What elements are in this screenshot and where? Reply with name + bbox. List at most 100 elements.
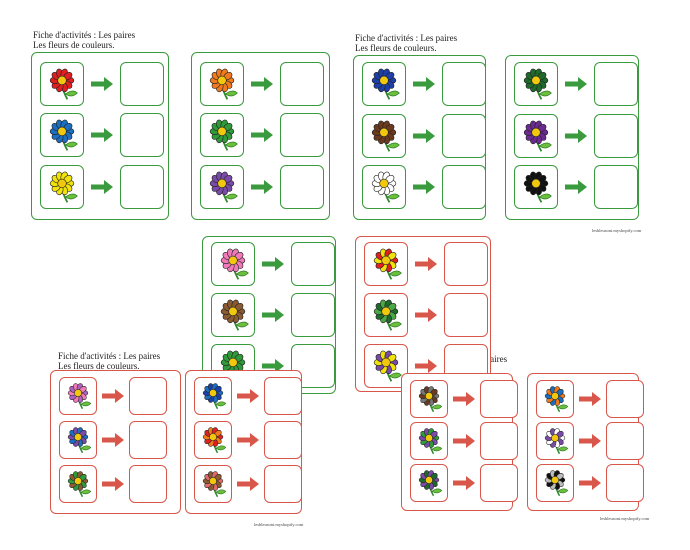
right-arrow-icon bbox=[102, 433, 124, 447]
right-arrow-icon bbox=[102, 477, 124, 491]
flower-icon bbox=[371, 120, 400, 152]
flower-icon bbox=[67, 383, 92, 410]
answer-box[interactable] bbox=[594, 114, 638, 158]
answer-box[interactable] bbox=[606, 380, 644, 418]
card-row bbox=[194, 421, 302, 459]
flower-box bbox=[362, 62, 406, 106]
card-row bbox=[200, 165, 324, 209]
right-arrow-icon bbox=[413, 77, 435, 91]
flower-icon bbox=[67, 471, 92, 498]
sheet-footer: lesbleusont.myshopify.com bbox=[592, 228, 642, 233]
flower-icon bbox=[418, 386, 443, 413]
card-row bbox=[362, 114, 486, 158]
flower-icon bbox=[209, 171, 238, 203]
card-row bbox=[362, 165, 486, 209]
caption-subtitle: Les fleurs de couleurs. bbox=[58, 361, 140, 371]
answer-box[interactable] bbox=[120, 165, 164, 209]
right-arrow-icon bbox=[251, 180, 273, 194]
answer-box[interactable] bbox=[120, 113, 164, 157]
answer-box[interactable] bbox=[291, 293, 335, 337]
flower-box bbox=[410, 464, 448, 502]
flower-box bbox=[211, 293, 255, 337]
flower-icon bbox=[418, 428, 443, 455]
sheet-caption: Fiche d'activités : Les paires Les fleur… bbox=[355, 33, 457, 53]
card-row bbox=[364, 242, 488, 286]
right-arrow-icon bbox=[237, 477, 259, 491]
right-arrow-icon bbox=[413, 180, 435, 194]
flower-box bbox=[200, 113, 244, 157]
answer-box[interactable] bbox=[480, 464, 518, 502]
answer-box[interactable] bbox=[480, 380, 518, 418]
right-arrow-icon bbox=[102, 389, 124, 403]
answer-box[interactable] bbox=[129, 465, 167, 503]
flower-box bbox=[200, 62, 244, 106]
answer-box[interactable] bbox=[594, 62, 638, 106]
flower-icon bbox=[371, 171, 400, 203]
flower-box bbox=[40, 165, 84, 209]
flower-icon bbox=[202, 427, 227, 454]
answer-box[interactable] bbox=[291, 242, 335, 286]
caption-title: Fiche d'activités : Les paires bbox=[33, 30, 136, 40]
caption-title: Fiche d'activités : Les paires bbox=[58, 351, 161, 361]
caption-title: Fiche d'activités : Les paires bbox=[355, 33, 458, 43]
answer-box[interactable] bbox=[280, 113, 324, 157]
answer-box[interactable] bbox=[129, 421, 167, 459]
flower-box bbox=[536, 380, 574, 418]
flower-icon bbox=[523, 68, 552, 100]
right-arrow-icon bbox=[262, 359, 284, 373]
flower-box bbox=[59, 377, 97, 415]
answer-box[interactable] bbox=[291, 344, 335, 388]
card-row bbox=[40, 165, 164, 209]
answer-box[interactable] bbox=[606, 464, 644, 502]
flower-box bbox=[410, 380, 448, 418]
flower-box bbox=[59, 421, 97, 459]
card-row bbox=[200, 113, 324, 157]
card-row bbox=[40, 62, 164, 106]
answer-box[interactable] bbox=[280, 62, 324, 106]
right-arrow-icon bbox=[262, 308, 284, 322]
answer-box[interactable] bbox=[442, 165, 486, 209]
flower-box bbox=[362, 165, 406, 209]
flower-box bbox=[59, 465, 97, 503]
right-arrow-icon bbox=[565, 129, 587, 143]
flower-icon bbox=[209, 68, 238, 100]
answer-box[interactable] bbox=[594, 165, 638, 209]
card-row bbox=[194, 465, 302, 503]
flower-box bbox=[536, 464, 574, 502]
flower-box bbox=[514, 114, 558, 158]
answer-box[interactable] bbox=[442, 62, 486, 106]
right-arrow-icon bbox=[579, 476, 601, 490]
flower-icon bbox=[371, 68, 400, 100]
flower-box bbox=[194, 465, 232, 503]
flower-icon bbox=[544, 428, 569, 455]
answer-box[interactable] bbox=[606, 422, 644, 460]
flower-icon bbox=[523, 171, 552, 203]
answer-box[interactable] bbox=[480, 422, 518, 460]
right-arrow-icon bbox=[91, 77, 113, 91]
answer-box[interactable] bbox=[120, 62, 164, 106]
flower-box bbox=[200, 165, 244, 209]
card-row bbox=[536, 464, 644, 502]
answer-box[interactable] bbox=[444, 242, 488, 286]
answer-box[interactable] bbox=[444, 293, 488, 337]
right-arrow-icon bbox=[251, 77, 273, 91]
card-row bbox=[514, 114, 638, 158]
answer-box[interactable] bbox=[264, 377, 302, 415]
answer-box[interactable] bbox=[129, 377, 167, 415]
flower-box bbox=[194, 377, 232, 415]
right-arrow-icon bbox=[565, 180, 587, 194]
answer-box[interactable] bbox=[264, 421, 302, 459]
card-row bbox=[59, 377, 167, 415]
answer-box[interactable] bbox=[280, 165, 324, 209]
card-row bbox=[59, 421, 167, 459]
card-row bbox=[59, 465, 167, 503]
right-arrow-icon bbox=[91, 180, 113, 194]
answer-box[interactable] bbox=[442, 114, 486, 158]
card-row bbox=[410, 464, 518, 502]
right-arrow-icon bbox=[91, 128, 113, 142]
sheet-caption: Fiche d'activités : Les paires Les fleur… bbox=[33, 30, 135, 50]
flower-icon bbox=[220, 248, 249, 280]
flower-box bbox=[514, 165, 558, 209]
answer-box[interactable] bbox=[264, 465, 302, 503]
flower-icon bbox=[202, 383, 227, 410]
